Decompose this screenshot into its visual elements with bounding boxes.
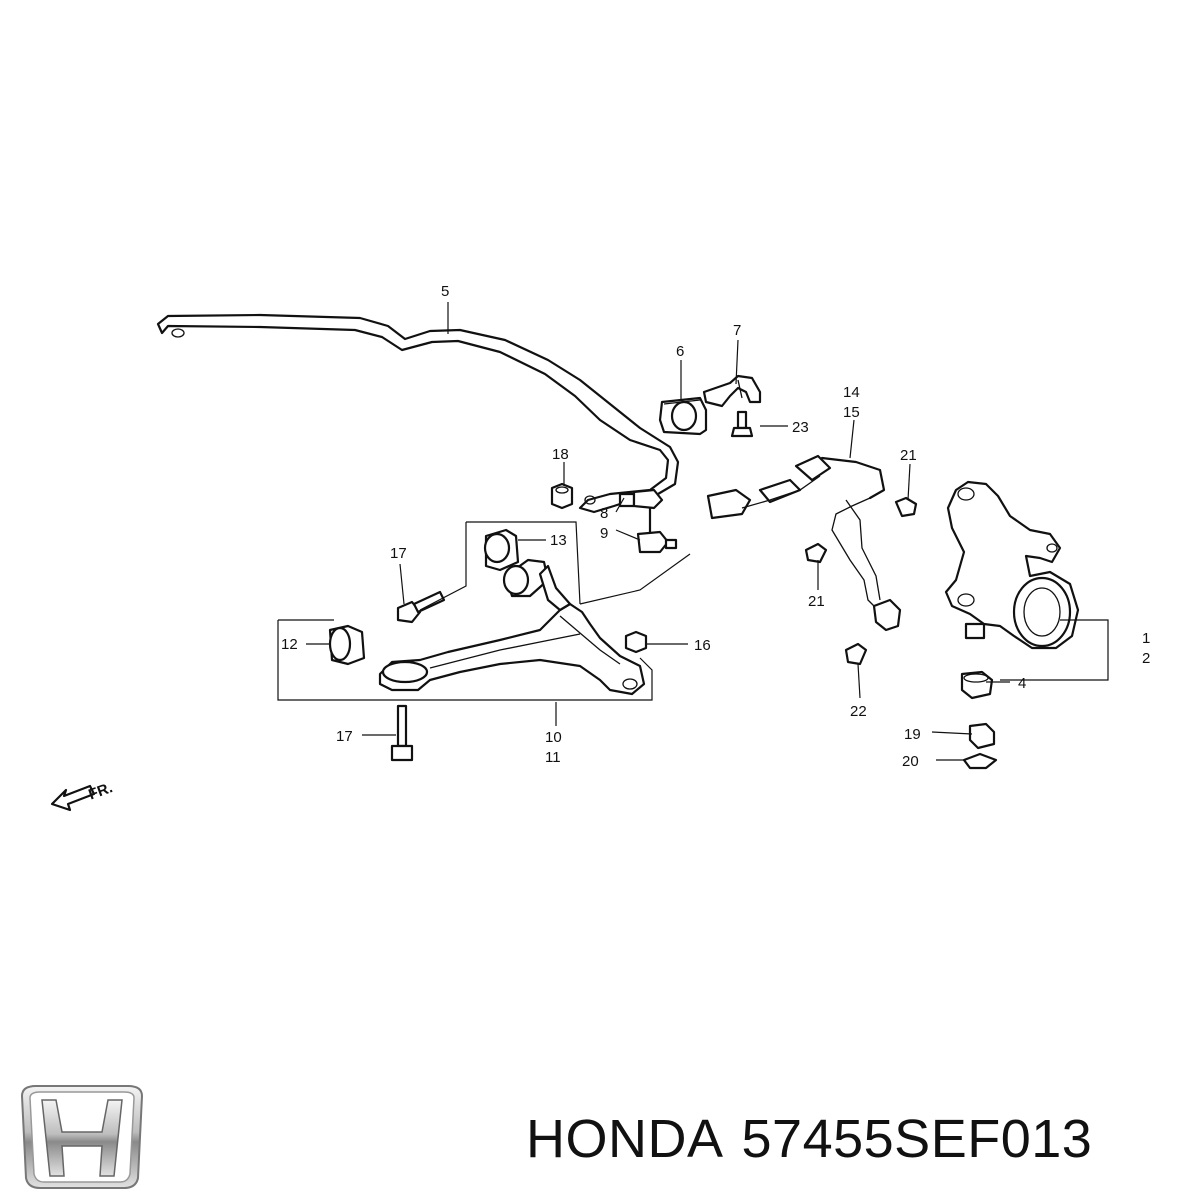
callout-17-lower: 17	[336, 728, 353, 745]
leader-lines	[306, 302, 1010, 761]
lower-control-arm	[378, 564, 646, 696]
callout-23: 23	[792, 419, 809, 436]
compliance-bushing	[328, 624, 366, 666]
callout-14: 14	[843, 384, 860, 401]
bolt-16	[624, 630, 648, 654]
ball-joint-boot	[960, 670, 994, 700]
callout-19: 19	[904, 726, 921, 743]
bolt-22	[844, 642, 868, 666]
steering-knuckle	[944, 480, 1080, 650]
callout-2: 2	[1142, 650, 1150, 667]
arm-group-box	[277, 553, 691, 701]
callout-10: 10	[545, 729, 562, 746]
callout-16: 16	[694, 637, 711, 654]
callout-1: 1	[1142, 630, 1150, 647]
bolt-23	[730, 410, 754, 438]
front-arrow-label: FR.	[86, 779, 115, 803]
upper-group-box	[419, 521, 581, 611]
clip-20	[962, 752, 998, 770]
stabilizer-bar	[156, 313, 680, 514]
brand-make: HONDA	[526, 1109, 724, 1169]
callout-6: 6	[676, 343, 684, 360]
bolt-17-lower	[390, 704, 414, 762]
callout-4: 4	[1018, 675, 1026, 692]
bolt-21-lower	[804, 542, 828, 564]
stabilizer-link	[618, 488, 678, 554]
nut-18	[550, 482, 574, 510]
callout-21-upper: 21	[900, 447, 917, 464]
abs-wire-harness	[706, 454, 902, 632]
callout-15: 15	[843, 404, 860, 421]
nut-19	[968, 722, 996, 750]
front-direction-arrow-icon	[50, 784, 96, 812]
bushing-holder	[702, 374, 762, 408]
knuckle-bracket	[1000, 619, 1109, 681]
stabilizer-bushing	[658, 396, 708, 436]
honda-h-logo-icon	[20, 1085, 144, 1189]
callout-18: 18	[552, 446, 569, 463]
bolt-17-upper	[396, 590, 446, 624]
callout-8: 8	[600, 505, 608, 522]
callout-5: 5	[441, 283, 449, 300]
callout-17-upper: 17	[390, 545, 407, 562]
callout-20: 20	[902, 753, 919, 770]
callout-22: 22	[850, 703, 867, 720]
callout-13: 13	[550, 532, 567, 549]
callout-12: 12	[281, 636, 298, 653]
callout-7: 7	[733, 322, 741, 339]
callout-21-lower: 21	[808, 593, 825, 610]
callout-9: 9	[600, 525, 608, 542]
callout-11: 11	[545, 749, 561, 766]
brand-part-label: HONDA 57455SEF013	[526, 1108, 1186, 1178]
bolt-21-upper	[894, 496, 918, 518]
part-number: 57455SEF013	[741, 1109, 1093, 1169]
